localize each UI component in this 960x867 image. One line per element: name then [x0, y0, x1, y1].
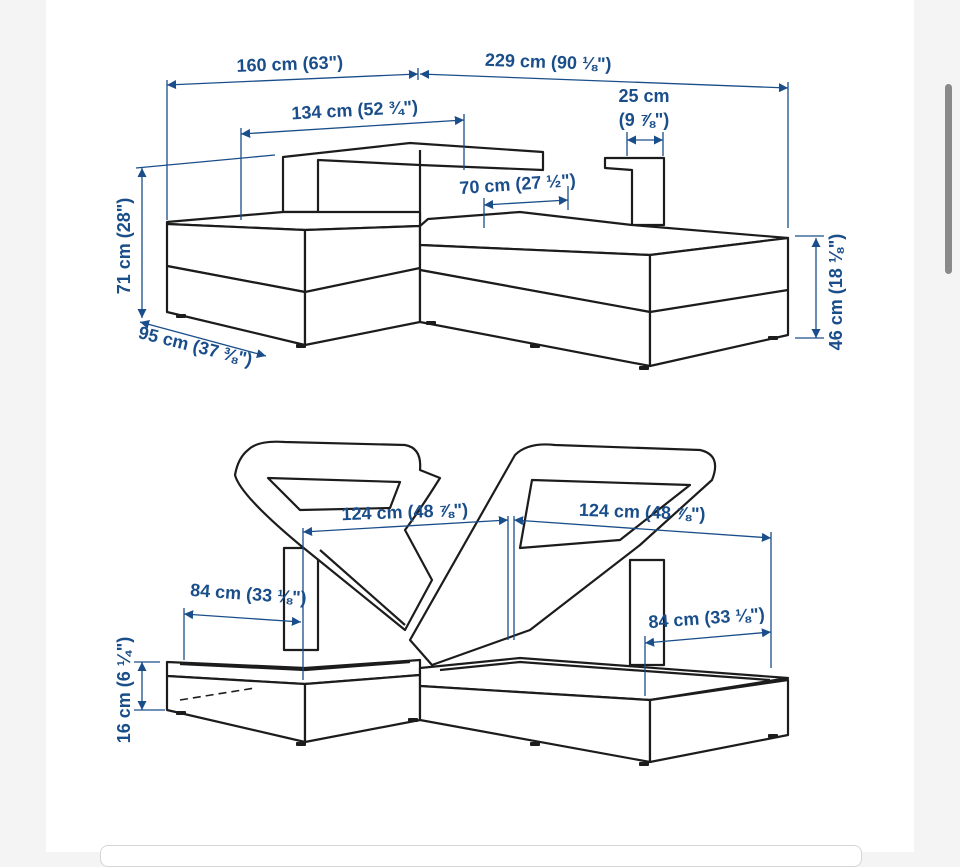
- scrollbar-thumb[interactable]: [945, 84, 952, 274]
- overall-width-label: 160 cm (63"): [236, 52, 343, 76]
- seat-depth-label: 70 cm (27 ½"): [459, 170, 577, 198]
- dimension-lines-top: [135, 68, 824, 359]
- sofa-outline-top: [165, 141, 790, 368]
- storage-depth-label: 16 cm (6 ¼"): [114, 637, 134, 744]
- chaise-width-label: 229 cm (90 ⅛"): [485, 50, 612, 74]
- sofa-feet-top: [176, 314, 778, 370]
- right-storage-length-label: 124 cm (48 ⅞"): [579, 500, 706, 524]
- armrest-width-label-line1: 25 cm: [618, 86, 669, 106]
- seat-height-label: 46 cm (18 ⅛"): [826, 234, 846, 351]
- height-label: 71 cm (28"): [114, 198, 134, 295]
- sofa-feet-storage: [176, 711, 778, 766]
- dimension-lines-storage: [134, 515, 772, 711]
- right-storage-width-label: 84 cm (33 ⅛"): [648, 604, 766, 632]
- sofa-outline-storage: [165, 440, 790, 764]
- left-storage-length-label: 124 cm (48 ⅞"): [341, 500, 468, 524]
- seat-length-label: 134 cm (52 ¾"): [291, 97, 418, 124]
- armrest-width-label-line2: (9 ⅞"): [619, 110, 670, 130]
